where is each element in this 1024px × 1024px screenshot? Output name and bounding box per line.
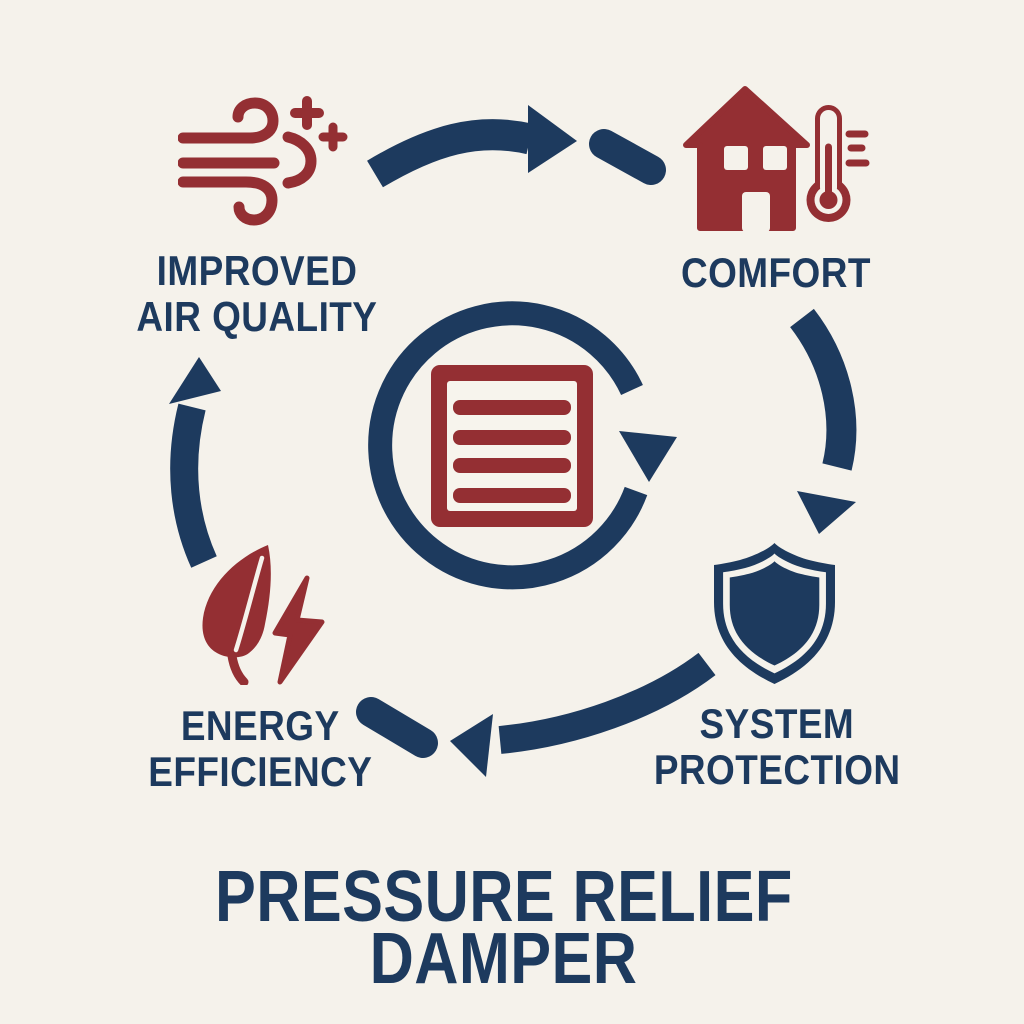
thermometer	[806, 105, 851, 222]
label-improved-air-quality: IMPROVED AIR QUALITY	[97, 248, 417, 340]
house-thermometer-icon	[683, 86, 870, 232]
label-line: COMFORT	[681, 249, 871, 296]
rotation-arrow-head	[619, 431, 677, 482]
wind-sparkle-icon	[178, 96, 348, 226]
label-comfort: COMFORT	[616, 250, 936, 296]
label-line: IMPROVED	[156, 247, 358, 294]
arrow-top-head	[528, 105, 577, 173]
label-line: ENERGY	[180, 702, 340, 749]
house-window	[724, 146, 748, 170]
label-system-protection: SYSTEM PROTECTION	[617, 701, 937, 793]
house-door	[742, 192, 770, 232]
arrow-bottom-head	[450, 714, 493, 777]
leaf-lightning-icon	[202, 545, 325, 685]
arrow-top-dash	[589, 129, 666, 185]
leaf	[202, 545, 271, 658]
damper-louvers	[453, 400, 571, 503]
leaf-stem	[227, 651, 249, 685]
rotation-circle	[368, 301, 648, 590]
sparkle-plus-icons	[290, 96, 348, 152]
lightning-bolt	[272, 575, 325, 685]
damper-louver-icon	[431, 365, 593, 527]
title-line-2: DAMPER	[370, 919, 638, 999]
arrow-bottom	[498, 652, 716, 754]
arrow-right	[789, 308, 857, 471]
label-line: PROTECTION	[653, 746, 901, 793]
leaf-vein	[233, 555, 265, 653]
label-line: EFFICIENCY	[147, 748, 373, 795]
title-line-1: PRESSURE RELIEF	[215, 857, 793, 937]
label-energy-efficiency: ENERGY EFFICIENCY	[100, 703, 420, 795]
arrow-left	[170, 403, 217, 568]
shield-icon	[714, 543, 835, 684]
page-title: PRESSURE RELIEF DAMPER	[0, 857, 1008, 999]
arrow-right-head	[797, 491, 856, 534]
arrow-bottom-dash	[356, 697, 438, 758]
label-line: SYSTEM	[699, 700, 855, 747]
arrow-top	[367, 119, 534, 188]
heat-dashes	[845, 130, 870, 167]
house-window	[763, 146, 787, 170]
arrow-left-head	[169, 357, 221, 404]
label-line: AIR QUALITY	[136, 293, 378, 340]
